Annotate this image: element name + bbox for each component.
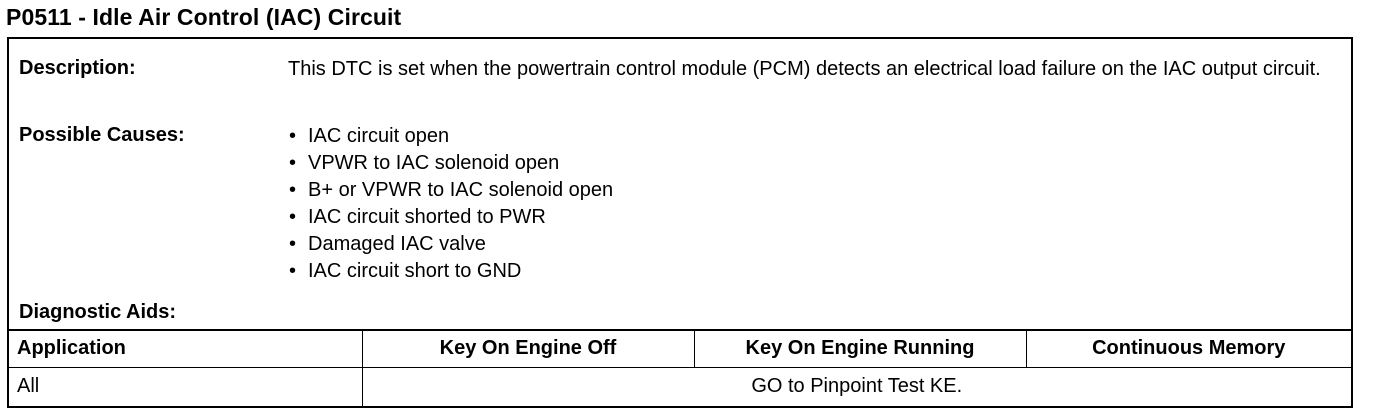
diagnostic-aids-label: Diagnostic Aids:: [19, 301, 177, 323]
header-key-on-engine-running: Key On Engine Running: [693, 328, 1027, 368]
header-application: Application: [9, 328, 363, 368]
list-item: •VPWR to IAC solenoid open: [287, 150, 613, 177]
list-item: •B+ or VPWR to IAC solenoid open: [287, 177, 613, 204]
header-continuous-memory: Continuous Memory: [1025, 328, 1351, 368]
cell-application: All: [9, 366, 363, 406]
table-header-row: Application Key On Engine Off Key On Eng…: [9, 328, 1351, 368]
table-row: All GO to Pinpoint Test KE.: [9, 366, 1351, 406]
description-label: Description:: [19, 57, 136, 79]
list-item: •IAC circuit short to GND: [287, 258, 613, 285]
page-title: P0511 - Idle Air Control (IAC) Circuit: [6, 4, 402, 30]
bullet-icon: •: [289, 233, 297, 255]
bullet-icon: •: [289, 260, 297, 282]
list-item: •IAC circuit open: [287, 123, 613, 150]
list-item: •IAC circuit shorted to PWR: [287, 204, 613, 231]
bullet-icon: •: [289, 152, 297, 174]
dtc-info-box: Description: This DTC is set when the po…: [7, 37, 1353, 408]
bullet-icon: •: [289, 125, 297, 147]
possible-causes-label: Possible Causes:: [19, 124, 185, 146]
bullet-icon: •: [289, 179, 297, 201]
bullet-icon: •: [289, 206, 297, 228]
diagnostic-table: Application Key On Engine Off Key On Eng…: [9, 328, 1351, 406]
cell-action: GO to Pinpoint Test KE.: [361, 366, 1351, 406]
description-text: This DTC is set when the powertrain cont…: [288, 58, 1321, 80]
possible-causes-list: •IAC circuit open •VPWR to IAC solenoid …: [287, 123, 613, 285]
list-item: •Damaged IAC valve: [287, 231, 613, 258]
header-key-on-engine-off: Key On Engine Off: [361, 328, 695, 368]
